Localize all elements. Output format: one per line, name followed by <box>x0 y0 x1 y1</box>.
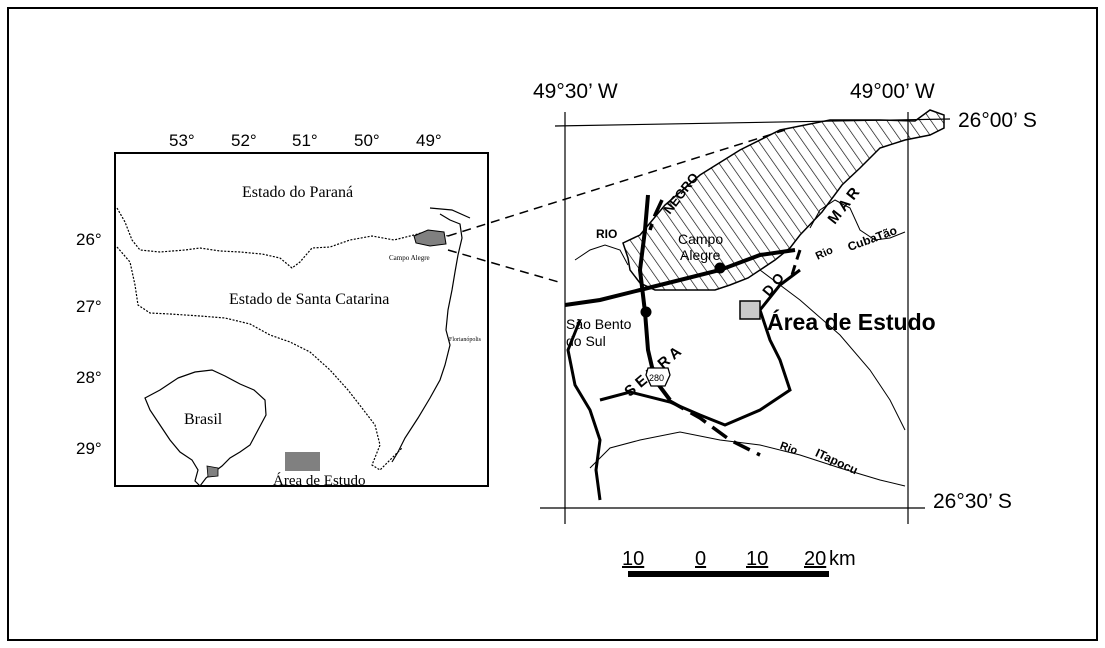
serra-do-mar-dashes <box>667 398 761 457</box>
inset-lon-tick: 49° <box>416 131 442 150</box>
scale-bar: 10 0 10 20 km <box>622 548 856 577</box>
inset-lat-tick: 27° <box>76 297 102 316</box>
scale-bar-line <box>628 571 829 577</box>
label-rio-itapocu-name: ITapocu <box>813 446 860 478</box>
boundary-thick-west <box>566 319 602 501</box>
river-left-west <box>574 244 629 266</box>
rio-itapocu <box>589 431 906 487</box>
label-rio-itapocu-rio: Rio <box>778 440 799 457</box>
coord-lon-right: 49°00’ W <box>850 80 935 103</box>
label-brasil: Brasil <box>184 411 223 428</box>
scale-unit: km <box>829 548 856 570</box>
scale-tick: 20 <box>804 548 826 570</box>
label-rio-cubatao-name: CubaTão <box>846 223 899 254</box>
brazil-south-area <box>206 465 219 478</box>
scale-tick: 10 <box>622 548 644 570</box>
label-do: D O <box>759 270 787 299</box>
inset-lon-tick: 52° <box>231 131 257 150</box>
label-study-area: Área de Estudo <box>767 308 936 335</box>
coord-lat-top: 26°00’ S <box>958 109 1037 132</box>
label-parana: Estado do Paraná <box>242 184 353 201</box>
state-border-north <box>116 207 449 269</box>
inset-lon-tick: 53° <box>169 131 195 150</box>
river-southeast <box>759 269 906 431</box>
legend-swatch <box>285 452 320 471</box>
coastline-north <box>429 207 471 219</box>
inset-study-region <box>413 229 447 247</box>
label-santa-catarina: Estado de Santa Catarina <box>229 291 389 308</box>
label-rio-negro-rio: RIO <box>596 227 617 241</box>
label-campo-alegre-1: Campo <box>678 231 723 247</box>
town-campo-alegre-dot <box>714 262 726 274</box>
label-sao-bento-2: do Sul <box>566 333 606 349</box>
coord-lon-left: 49°30’ W <box>533 80 618 103</box>
label-sao-bento-1: São Bento <box>566 316 632 332</box>
label-campo-alegre-2: Alegre <box>680 247 721 263</box>
label-florianopolis: Florianópolis <box>449 337 482 343</box>
inset-lat-tick: 28° <box>76 368 102 387</box>
serra-do-mar-dashes-north <box>648 199 664 231</box>
scale-tick: 0 <box>695 548 706 570</box>
scale-tick: 10 <box>746 548 768 570</box>
serra-do-mar-dashes-east <box>790 249 802 276</box>
label-rio-cubatao-rio: Rio <box>814 244 835 262</box>
town-sao-bento-dot <box>640 306 652 318</box>
study-area-marker <box>739 300 761 320</box>
coord-lat-bottom: 26°30’ S <box>933 490 1012 513</box>
highway-shield: 280 <box>645 367 671 387</box>
inset-lon-tick: 51° <box>292 131 318 150</box>
inset-lat-tick: 29° <box>76 439 102 458</box>
boundary-thick-south <box>599 268 801 427</box>
hatched-region <box>622 109 945 291</box>
road-main <box>564 248 796 307</box>
state-border-south <box>116 246 403 471</box>
inset-map: 53° 52° 51° 50° 49° 26° 27° 28° 29° Esta… <box>76 131 489 489</box>
rio-cubatao <box>809 199 906 241</box>
coastline <box>391 213 463 463</box>
legend-label: Área de Estudo <box>273 472 365 489</box>
inset-lon-tick: 50° <box>354 131 380 150</box>
highway-number: 280 <box>649 373 664 383</box>
detail-map: 49°30’ W 49°00’ W 26°00’ S 26°30’ S Camp… <box>533 80 1037 524</box>
connector-line-bottom <box>447 249 563 284</box>
label-campo-alegre-inset: Campo Alegre <box>389 254 430 262</box>
inset-lat-tick: 26° <box>76 230 102 249</box>
